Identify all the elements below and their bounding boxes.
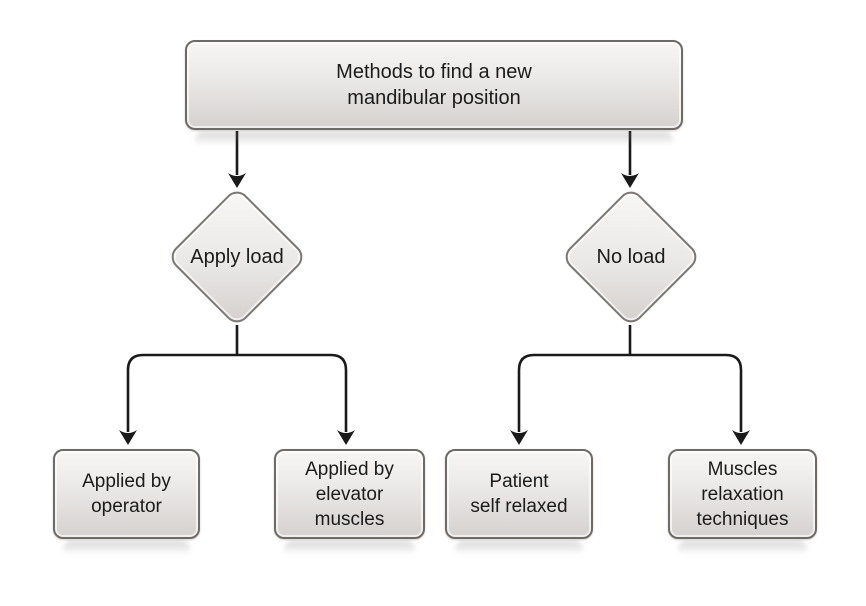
arrowhead-to-apply-load — [228, 173, 246, 188]
node-patient-self-relaxed-label: Patient self relaxed — [470, 471, 568, 517]
edge-no-load-branch — [517, 353, 743, 432]
node-applied-by-elevator-muscles-label: Applied by elevator muscles — [305, 458, 394, 530]
node-no-load-label: No load — [596, 245, 666, 268]
node-root: Methods to find a new mandibular positio… — [185, 40, 683, 130]
node-applied-by-operator: Applied by operator — [53, 449, 200, 539]
node-patient-self-relaxed: Patient self relaxed — [445, 449, 593, 539]
node-muscles-relaxation-techniques: Muscles relaxation techniques — [668, 449, 817, 539]
node-no-load: No load — [560, 186, 702, 328]
arrowhead-to-no-load — [621, 173, 639, 188]
node-applied-by-operator-label: Applied by operator — [82, 471, 171, 517]
node-apply-load-label: Apply load — [190, 245, 284, 268]
arrowhead-to-applied-by-elevator-muscles — [337, 430, 355, 445]
arrowhead-to-applied-by-operator — [119, 430, 137, 445]
edge-apply-load-branch — [126, 353, 348, 432]
node-muscles-relaxation-techniques-label: Muscles relaxation techniques — [696, 458, 789, 530]
node-apply-load: Apply load — [166, 186, 308, 328]
node-applied-by-elevator-muscles: Applied by elevator muscles — [274, 449, 425, 539]
arrowhead-to-patient-self-relaxed — [510, 430, 528, 445]
node-root-label: Methods to find a new mandibular positio… — [336, 61, 532, 109]
arrowhead-to-muscles-relaxation-techniques — [732, 430, 750, 445]
